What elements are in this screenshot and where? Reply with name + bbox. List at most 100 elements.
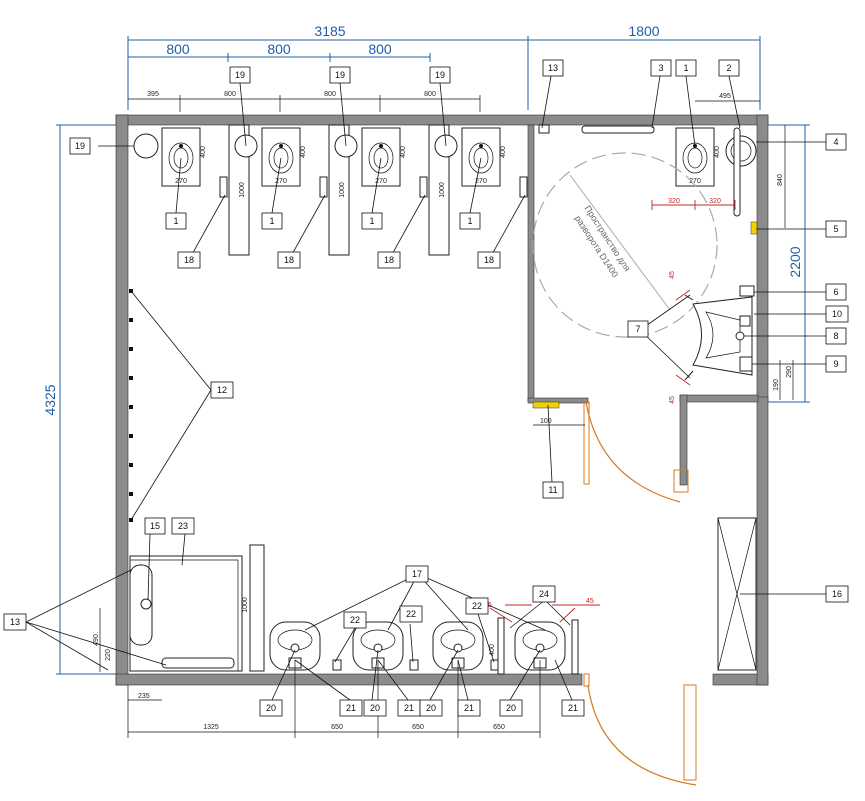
door-leaf-upper xyxy=(583,401,590,485)
svg-text:270: 270 xyxy=(689,178,701,185)
dim-partition-3: 1000 xyxy=(439,182,446,198)
yellow-marker-right xyxy=(750,221,758,235)
wc-2: 270 400 xyxy=(261,127,307,187)
accessible-sink: 45 45 xyxy=(669,271,755,404)
callout-4: 4 xyxy=(825,133,847,151)
svg-text:9: 9 xyxy=(833,359,838,369)
dim-2200: 2200 xyxy=(787,246,803,277)
dim-650-b: 650 xyxy=(412,724,424,731)
grab-bar-3 xyxy=(581,125,655,134)
grab-bar-2 xyxy=(733,127,741,217)
svg-text:19: 19 xyxy=(235,70,245,80)
leader-lines xyxy=(25,75,826,701)
dim-220: 220 xyxy=(105,649,112,661)
dim-395: 395 xyxy=(147,91,159,98)
svg-text:22: 22 xyxy=(406,609,416,619)
dim-45-b: 45 xyxy=(669,396,676,404)
svg-text:10: 10 xyxy=(832,309,842,319)
svg-text:1: 1 xyxy=(269,216,274,226)
dim-490: 490 xyxy=(93,634,100,646)
wall-right-upper xyxy=(756,114,769,403)
dim-stall-1: 800 xyxy=(166,41,190,57)
callout-21-b: 21 xyxy=(397,699,421,717)
callout-15: 15 xyxy=(144,517,166,535)
holder-18-d xyxy=(519,176,528,198)
svg-text:21: 21 xyxy=(346,703,356,713)
callout-18-b: 18 xyxy=(277,251,301,269)
item-9 xyxy=(739,356,753,372)
callout-11: 11 xyxy=(542,481,564,499)
door-leaf-lower xyxy=(683,684,697,781)
callout-18-a: 18 xyxy=(177,251,201,269)
basin-divider xyxy=(497,617,505,675)
callout-12: 12 xyxy=(210,381,234,399)
svg-text:400: 400 xyxy=(200,146,207,158)
dim-partition-1: 1000 xyxy=(239,182,246,198)
svg-text:23: 23 xyxy=(178,521,188,531)
holder-18-b xyxy=(319,176,328,198)
callout-2: 2 xyxy=(718,59,740,77)
dim-stall-2: 800 xyxy=(267,41,291,57)
callout-20-a: 20 xyxy=(259,699,283,717)
callout-24: 24 xyxy=(532,585,556,603)
callout-21-c: 21 xyxy=(457,699,481,717)
dim-1000-shower: 1000 xyxy=(242,597,249,613)
dim-840: 840 xyxy=(777,174,784,186)
holder-18-a xyxy=(219,176,228,198)
svg-text:1: 1 xyxy=(683,63,688,73)
holder-18-c xyxy=(419,176,428,198)
wall-left xyxy=(115,114,129,686)
svg-text:19: 19 xyxy=(335,70,345,80)
wall-door-jamb xyxy=(679,394,688,486)
callout-17: 17 xyxy=(405,565,429,583)
callout-20-c: 20 xyxy=(419,699,443,717)
wall-corridor xyxy=(527,124,535,402)
svg-text:21: 21 xyxy=(404,703,414,713)
callout-21-d: 21 xyxy=(561,699,585,717)
svg-text:21: 21 xyxy=(464,703,474,713)
svg-text:6: 6 xyxy=(833,287,838,297)
callout-18-d: 18 xyxy=(477,251,501,269)
dim-stall-3: 800 xyxy=(368,41,392,57)
door-swing-lower xyxy=(587,684,697,786)
svg-text:270: 270 xyxy=(175,178,187,185)
callout-1-d: 1 xyxy=(459,212,481,230)
dim-320-b: 320 xyxy=(709,198,721,205)
svg-text:20: 20 xyxy=(370,703,380,713)
item-6 xyxy=(739,285,755,297)
callout-10: 10 xyxy=(825,305,849,323)
fixture-4 xyxy=(725,135,757,167)
svg-text:3: 3 xyxy=(658,63,663,73)
callout-19-a: 19 xyxy=(69,137,91,155)
dim-650-a: 650 xyxy=(331,724,343,731)
basin-end xyxy=(571,619,579,675)
dim-290: 290 xyxy=(786,366,793,378)
svg-text:18: 18 xyxy=(484,255,494,265)
callout-13-left: 13 xyxy=(3,613,27,631)
fixture-19-a xyxy=(133,133,159,159)
dim-4325: 4325 xyxy=(42,384,58,415)
walls xyxy=(115,114,769,686)
dim-800-b: 800 xyxy=(324,91,336,98)
svg-text:19: 19 xyxy=(435,70,445,80)
dim-800-c: 800 xyxy=(424,91,436,98)
svg-text:400: 400 xyxy=(300,146,307,158)
dim-495: 495 xyxy=(719,93,731,100)
svg-text:8: 8 xyxy=(833,331,838,341)
svg-text:5: 5 xyxy=(833,224,838,234)
callout-19-b: 19 xyxy=(229,66,251,84)
svg-text:12: 12 xyxy=(217,385,227,395)
svg-text:4: 4 xyxy=(833,137,838,147)
svg-text:1: 1 xyxy=(369,216,374,226)
svg-text:17: 17 xyxy=(412,569,422,579)
doors: 100 xyxy=(533,401,697,786)
callout-tags: 19 19 19 19 13 3 1 2 1 1 1 1 18 18 18 18… xyxy=(3,59,849,717)
svg-text:400: 400 xyxy=(714,146,721,158)
svg-text:1: 1 xyxy=(173,216,178,226)
svg-text:21: 21 xyxy=(568,703,578,713)
dim-100: 100 xyxy=(540,418,552,425)
callout-3: 3 xyxy=(650,59,672,77)
svg-text:24: 24 xyxy=(539,589,549,599)
svg-text:13: 13 xyxy=(548,63,558,73)
dim-45-a: 45 xyxy=(669,271,676,279)
